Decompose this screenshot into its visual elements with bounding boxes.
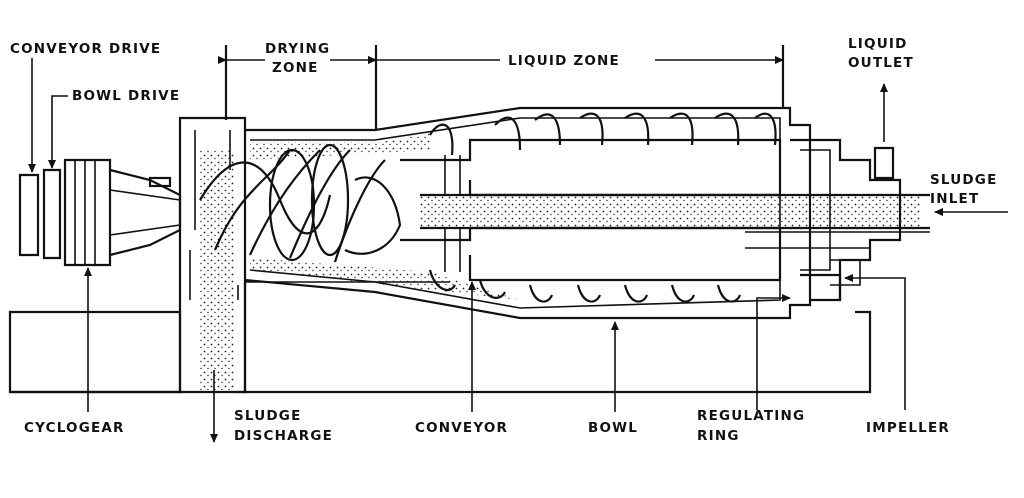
label-sludge-discharge-line2: DISCHARGE [234, 428, 333, 444]
label-sludge-discharge-line1: SLUDGE [234, 408, 302, 424]
label-cyclogear: CYCLOGEAR [24, 420, 125, 436]
conveyor-hub [400, 138, 930, 282]
right-end-assembly [745, 138, 930, 302]
sludge-discharge-housing [178, 116, 247, 394]
liquid-zone-flights-bottom [428, 269, 742, 303]
leader-lines [28, 58, 1008, 443]
labels: CONVEYOR DRIVE BOWL DRIVE DRYING ZONE LI… [10, 36, 998, 444]
label-conveyor: CONVEYOR [415, 420, 508, 436]
label-sludge-inlet-line1: SLUDGE [930, 172, 998, 188]
screw-flights [199, 143, 402, 263]
zone-dimension-lines [218, 45, 785, 130]
label-bowl-drive: BOWL DRIVE [72, 88, 180, 104]
label-sludge-inlet-line2: INLET [930, 191, 979, 207]
label-regulating-ring-line1: REGULATING [697, 408, 805, 424]
label-conveyor-drive: CONVEYOR DRIVE [10, 41, 161, 57]
label-bowl: BOWL [588, 420, 638, 436]
liquid-zone-flights-top [429, 112, 777, 156]
label-regulating-ring-line2: RING [697, 428, 740, 444]
drive-assembly [18, 158, 182, 267]
machine-base [8, 281, 872, 394]
label-liquid-outlet-line1: LIQUID [848, 36, 908, 52]
label-liquid-zone: LIQUID ZONE [508, 53, 620, 69]
label-drying-zone-line1: DRYING [265, 41, 330, 57]
label-impeller: IMPELLER [866, 420, 950, 436]
label-liquid-outlet-line2: OUTLET [848, 55, 914, 71]
label-drying-zone-line2: ZONE [272, 60, 319, 76]
